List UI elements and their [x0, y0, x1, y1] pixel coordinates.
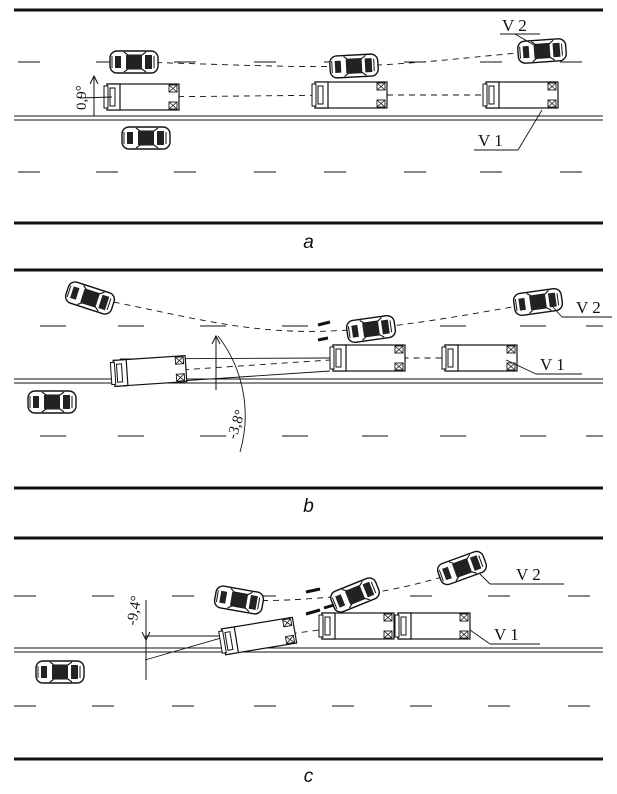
truck-v1-c2	[318, 612, 395, 640]
car-v2-c2	[327, 575, 383, 615]
truck-v1-c3	[394, 612, 471, 640]
skid-marks-c	[305, 587, 335, 616]
v1-label-a: V 1	[478, 131, 503, 150]
truck-v1-a1	[103, 83, 180, 111]
v1-label-b: V 1	[540, 355, 565, 374]
car-v2-b3	[512, 287, 564, 317]
v1-label-c: V 1	[494, 625, 519, 644]
angle-label-c: -9,4°	[124, 595, 145, 627]
car-v2-a2	[328, 53, 380, 79]
v2-label-a: V 2	[502, 16, 527, 35]
truck-v1-b3	[441, 344, 518, 372]
car-v2-c3	[434, 548, 490, 588]
v2-label-c: V 2	[516, 565, 541, 584]
truck-v1-b1	[109, 355, 188, 388]
car-oncoming-a	[121, 126, 171, 150]
car-oncoming-b	[27, 390, 77, 414]
panel-c: -9,4° V 2 V 1	[14, 536, 603, 761]
car-oncoming-c	[35, 660, 85, 684]
car-v2-a1	[109, 50, 159, 74]
car-v2-a3	[516, 37, 568, 65]
v2-label-b: V 2	[576, 298, 601, 317]
truck-v1-b2	[329, 344, 406, 372]
truck-v1-a2	[311, 81, 388, 109]
panel-a: 0,9° V 2 V 1	[14, 8, 603, 225]
car-v2-b2	[345, 314, 397, 344]
caption-a: a	[303, 232, 314, 253]
caption-c: c	[303, 766, 314, 787]
car-v2-c1	[212, 584, 266, 616]
truck-v1-a3	[482, 81, 559, 109]
skid-marks-b	[317, 320, 331, 342]
car-v2-b1	[63, 279, 117, 317]
panel-b: -3,8° V 2 V 1	[14, 268, 612, 490]
angle-label-a: 0,9°	[74, 85, 90, 110]
caption-b: b	[303, 496, 314, 517]
truck-v1-c1	[217, 616, 298, 656]
